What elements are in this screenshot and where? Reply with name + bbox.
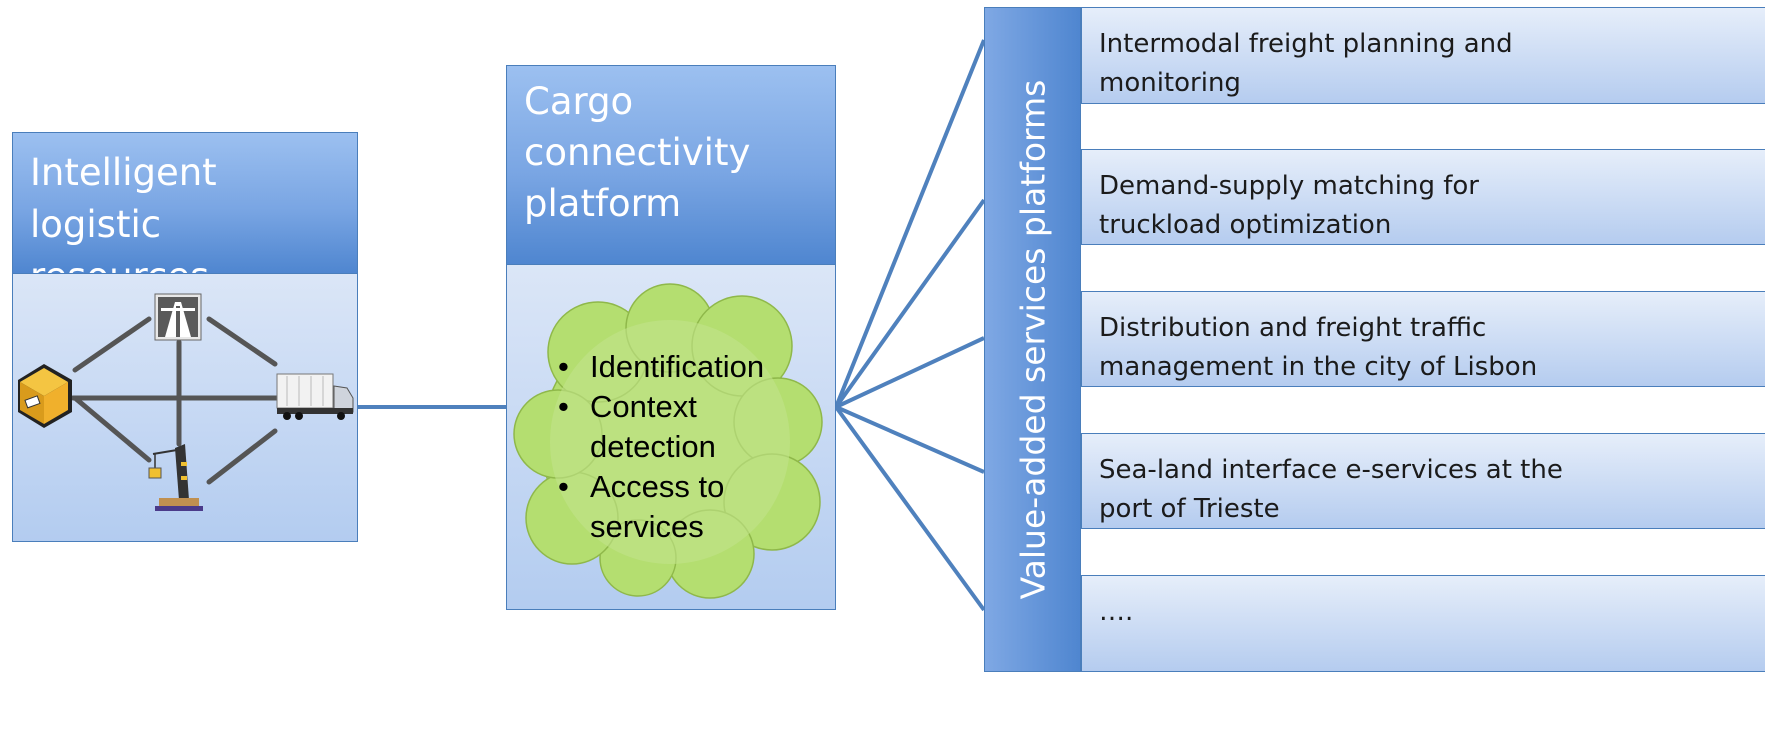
service-box-demand-supply: Demand-supply matching for truckload opt… — [1081, 149, 1765, 245]
fan-line-3 — [835, 336, 985, 409]
service-text: Demand-supply matching for truckload opt… — [1099, 171, 1479, 240]
service-box-more: …. — [1081, 575, 1765, 672]
highway-sign-icon — [154, 293, 202, 341]
service-text: Intermodal freight planning and monitori… — [1099, 29, 1513, 98]
vertical-label-container: Value-added services platforms — [984, 7, 1081, 672]
service-text: …. — [1099, 597, 1134, 627]
middle-box-title: Cargo connectivity platform — [524, 80, 751, 225]
fan-line-1 — [834, 39, 986, 408]
value-added-services-label: Value-added services platforms — [1013, 79, 1052, 600]
truck-icon — [276, 373, 354, 420]
intelligent-logistic-resources-box: Intelligent logistic resources — [12, 132, 358, 542]
fan-line-4 — [835, 405, 985, 474]
fan-line-5 — [834, 405, 986, 612]
left-box-body — [13, 273, 357, 541]
service-box-freight-planning: Intermodal freight planning and monitori… — [1081, 7, 1765, 104]
resource-network — [18, 293, 354, 511]
middle-box-header: Cargo connectivity platform — [507, 66, 835, 264]
value-added-services-band — [984, 7, 1081, 672]
platform-features-list: Identification Context detection Access … — [556, 347, 796, 547]
service-box-trieste-port: Sea-land interface e-services at the por… — [1081, 433, 1765, 529]
service-text: Sea-land interface e-services at the por… — [1099, 455, 1563, 524]
service-box-lisbon-traffic: Distribution and freight traffic managem… — [1081, 291, 1765, 387]
feature-item: Context detection — [556, 387, 796, 467]
feature-item: Identification — [556, 347, 796, 387]
service-text: Distribution and freight traffic managem… — [1099, 313, 1538, 382]
harbor-crane-icon — [148, 444, 203, 511]
feature-item: Access to services — [556, 467, 796, 547]
fan-line-2 — [834, 198, 986, 409]
package-icon — [18, 364, 72, 428]
left-box-header: Intelligent logistic resources — [13, 133, 357, 298]
